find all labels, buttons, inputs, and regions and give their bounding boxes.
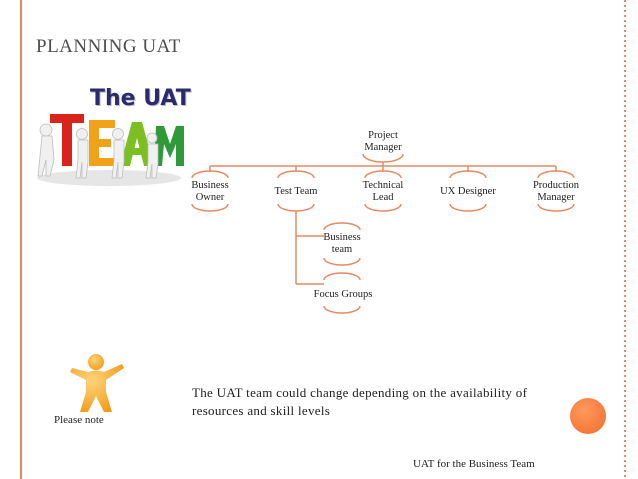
arc-top-ux-designer bbox=[449, 170, 487, 179]
left-border-rule bbox=[20, 0, 22, 479]
arc-bottom-test-team bbox=[277, 203, 315, 212]
person-note-icon bbox=[70, 354, 124, 412]
arc-bottom-technical-lead bbox=[364, 203, 402, 212]
slide-title: PLANNING UAT bbox=[36, 36, 181, 57]
arc-top-production-manager bbox=[537, 170, 575, 179]
node-technical-lead: Technical Lead bbox=[362, 180, 404, 203]
team-letter-e: E bbox=[89, 120, 115, 166]
uat-heading: The UAT bbox=[90, 86, 191, 111]
node-business-owner: Business Owner bbox=[191, 180, 229, 203]
team-letter-e-text: E bbox=[101, 151, 103, 153]
arc-top-business-team bbox=[323, 222, 361, 231]
node-project-manager: Project Manager bbox=[364, 130, 402, 153]
node-business-team: Business team bbox=[323, 232, 361, 255]
arc-top-business-owner bbox=[191, 170, 229, 179]
node-production-manager: Production Manager bbox=[532, 180, 580, 203]
orange-circle-decoration bbox=[570, 398, 606, 434]
right-dotted-border bbox=[624, 0, 626, 479]
arc-top-focus-groups bbox=[323, 272, 361, 281]
team-letter-a-text: A bbox=[136, 150, 138, 153]
team-illustration: T E A M bbox=[37, 114, 184, 186]
footer-text: UAT for the Business Team bbox=[413, 458, 535, 470]
arc-bottom-focus-groups bbox=[323, 305, 361, 314]
team-letter-a: A bbox=[120, 122, 154, 166]
node-focus-groups: Focus Groups bbox=[313, 289, 373, 300]
root-node-arc bbox=[362, 153, 404, 163]
arc-bottom-business-team bbox=[323, 257, 361, 266]
team-letter-m: M bbox=[154, 126, 184, 166]
arc-bottom-business-owner bbox=[191, 203, 229, 212]
arc-bottom-production-manager bbox=[537, 203, 575, 212]
note-text: The UAT team could change depending on t… bbox=[192, 385, 528, 418]
arc-top-test-team bbox=[277, 170, 315, 179]
arc-bottom-ux-designer bbox=[449, 203, 487, 212]
team-letter-m-text: M bbox=[169, 151, 171, 153]
team-letter-t-text: T bbox=[66, 151, 68, 153]
node-test-team: Test Team bbox=[274, 186, 318, 197]
node-ux-designer: UX Designer bbox=[440, 186, 496, 197]
please-note-label: Please note bbox=[54, 414, 104, 426]
arc-top-technical-lead bbox=[364, 170, 402, 179]
team-figures bbox=[37, 123, 159, 179]
team-letter-t: T bbox=[50, 114, 84, 166]
